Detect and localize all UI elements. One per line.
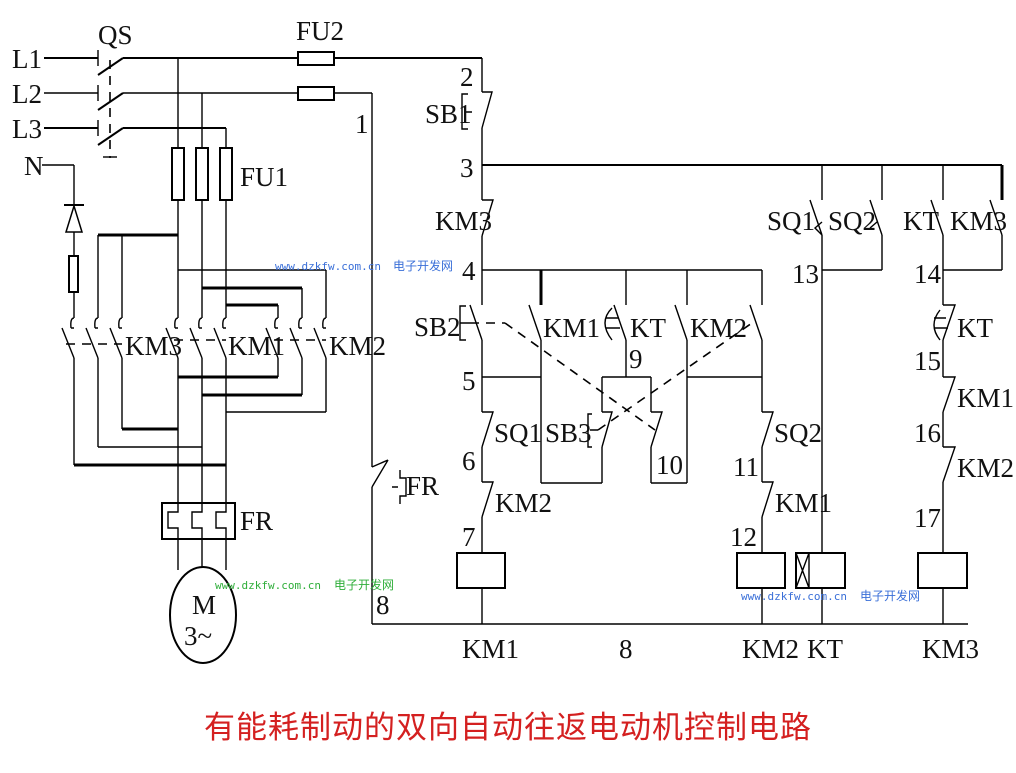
label-KT-timer: KT	[630, 313, 666, 343]
node-8: 8	[619, 634, 633, 664]
main-contact-9	[313, 315, 327, 359]
label-KM3-nc: KM3	[435, 206, 492, 236]
label-QS: QS	[98, 20, 133, 50]
label-SQ1-r: SQ1	[767, 206, 815, 236]
power-circuit: L1 L2 L3 N QS FU2 FU1	[12, 16, 482, 664]
fu1-fuse-3	[219, 147, 233, 201]
label-L2: L2	[12, 79, 42, 109]
fu2-fuse-1	[297, 51, 335, 66]
main-contact-5	[189, 315, 203, 359]
coil-label-KM2: KM2	[742, 634, 799, 664]
control-circuit: FR 1 8 2 SB1 3 KM3 4 SB2 5 KM1 KT 9	[355, 58, 1014, 664]
fu1-fuse-1	[171, 147, 185, 201]
label-SB1: SB1	[425, 99, 472, 129]
label-FR-main: FR	[240, 506, 273, 536]
label-KM1-r: KM1	[957, 383, 1014, 413]
label-KM1-nc: KM1	[775, 488, 832, 518]
label-KT-r: KT	[903, 206, 939, 236]
svg-text:电子开发网: 电子开发网	[860, 588, 920, 603]
node-13: 13	[792, 259, 819, 289]
node-15: 15	[914, 346, 941, 376]
label-KM2-no: KM2	[690, 313, 747, 343]
node-8-left: 8	[376, 590, 390, 620]
node-9: 9	[629, 344, 643, 374]
motor-icon	[169, 566, 237, 664]
node-14: 14	[914, 259, 942, 289]
watermark-3: www.dzkfw.com.cn 电子开发网	[741, 588, 920, 603]
label-FR-ctrl: FR	[406, 471, 439, 501]
diode-icon	[64, 203, 84, 233]
braking-resistor	[68, 255, 79, 293]
node-3: 3	[460, 153, 474, 183]
svg-text:电子开发网: 电子开发网	[334, 577, 394, 592]
label-SB2: SB2	[414, 312, 461, 342]
label-FU1: FU1	[240, 162, 288, 192]
watermark-1: www.dzkfw.com.cn 电子开发网	[275, 258, 453, 273]
node-16: 16	[914, 418, 941, 448]
main-contacts	[61, 315, 327, 359]
label-L3: L3	[12, 114, 42, 144]
motor-letter: M	[192, 590, 216, 620]
label-FU2: FU2	[296, 16, 344, 46]
label-N: N	[24, 151, 44, 181]
coil-KM1	[456, 552, 506, 589]
label-KM3-main: KM3	[125, 331, 182, 361]
svg-text:www.dzkfw.com.cn: www.dzkfw.com.cn	[275, 260, 381, 273]
label-SQ2-r: SQ2	[828, 206, 876, 236]
node-12: 12	[730, 522, 757, 552]
node-1: 1	[355, 109, 369, 139]
node-10: 10	[656, 450, 683, 480]
main-contact-3	[109, 315, 123, 359]
main-contact-2	[85, 315, 99, 359]
fr-thermal-relay	[161, 502, 236, 540]
svg-text:电子开发网: 电子开发网	[393, 258, 453, 273]
coil-KM3	[917, 552, 968, 589]
label-SB3: SB3	[545, 418, 592, 448]
main-contact-8	[289, 315, 303, 359]
watermark-2: www.dzkfw.com.cn 电子开发网	[215, 577, 394, 592]
label-L1: L1	[12, 44, 42, 74]
label-KM1-main: KM1	[228, 331, 285, 361]
node-6: 6	[462, 446, 476, 476]
coil-label-KT: KT	[807, 634, 843, 664]
node-7: 7	[462, 522, 476, 552]
svg-text:www.dzkfw.com.cn: www.dzkfw.com.cn	[215, 579, 321, 592]
main-contact-1	[61, 315, 75, 359]
label-SQ2: SQ2	[774, 418, 822, 448]
coil-label-KM3: KM3	[922, 634, 979, 664]
label-KM2-main: KM2	[329, 331, 386, 361]
coil-label-KM1: KM1	[462, 634, 519, 664]
label-KT-r2: KT	[957, 313, 993, 343]
main-contact-6	[213, 315, 227, 359]
node-11: 11	[733, 452, 759, 482]
label-KM2-nc: KM2	[495, 488, 552, 518]
label-SQ1: SQ1	[494, 418, 542, 448]
node-5: 5	[462, 366, 476, 396]
label-KM1-no: KM1	[543, 313, 600, 343]
main-contact-4	[165, 315, 179, 359]
diagram-title: 有能耗制动的双向自动往返电动机控制电路	[204, 710, 812, 746]
fu2-fuse-2	[297, 86, 335, 101]
node-2: 2	[460, 62, 474, 92]
coil-KM2	[736, 552, 786, 589]
coil-KT	[795, 552, 846, 589]
motor-phase: 3~	[184, 621, 212, 651]
label-KM3-r: KM3	[950, 206, 1007, 236]
main-contact-7	[265, 315, 279, 359]
fu1-fuse-2	[195, 147, 209, 201]
svg-text:www.dzkfw.com.cn: www.dzkfw.com.cn	[741, 590, 847, 603]
node-4: 4	[462, 256, 476, 286]
node-17: 17	[914, 503, 941, 533]
label-KM2-r: KM2	[957, 453, 1014, 483]
